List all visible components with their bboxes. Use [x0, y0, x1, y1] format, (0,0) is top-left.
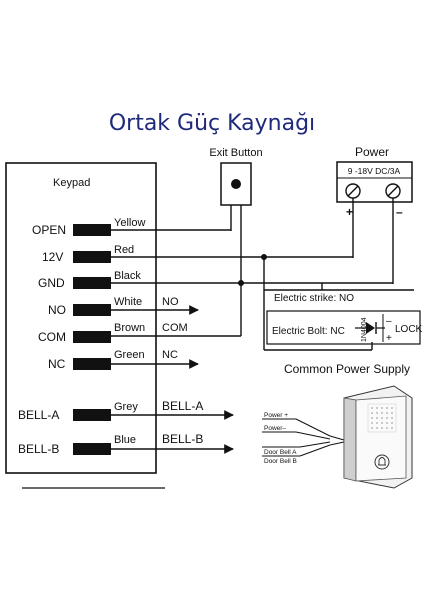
doorbell-wires [262, 418, 345, 457]
terminal-blocks [73, 224, 111, 455]
lock-plus-sign: + [386, 333, 392, 344]
doorbell-label-power-minus: Power– [264, 425, 286, 432]
exit-button-icon [231, 179, 241, 189]
wire-label-black: Black [114, 270, 141, 282]
power-label: Power [355, 145, 389, 159]
lock-strike-label: Electric strike: NO [274, 293, 354, 304]
lock-box [266, 310, 421, 345]
wire-label-grey: Grey [114, 401, 138, 413]
terminal-open: OPEN [32, 223, 66, 237]
page-title: Ortak Güç Kaynağı [109, 111, 315, 136]
lock-bolt-label: Electric Bolt: NC [272, 326, 345, 337]
wire-label-red: Red [114, 244, 134, 256]
keypad-box [5, 162, 157, 474]
wire-label-brown: Brown [114, 322, 145, 334]
output-arrows [111, 305, 234, 454]
output-label-bell-b: BELL-B [162, 432, 203, 446]
terminal-bell-b: BELL-B [18, 442, 59, 456]
lock-minus-sign: – [386, 316, 392, 327]
wire-label-green: Green [114, 349, 145, 361]
terminal-12v: 12V [42, 250, 63, 264]
output-label-bell-a: BELL-A [162, 399, 203, 413]
doorbell-label-bell-a: Door Bell A [264, 449, 297, 456]
terminal-no: NO [48, 303, 66, 317]
power-rating: 9 -18V DC/3A [348, 166, 401, 176]
wire-label-yellow: Yellow [114, 217, 145, 229]
power-minus-sign: – [396, 205, 403, 219]
wires [111, 229, 414, 351]
diode-part-label: 1N4004 [361, 317, 368, 342]
doorbell-device-icon [343, 385, 413, 489]
terminal-gnd: GND [38, 276, 65, 290]
power-plus-sign: + [346, 205, 353, 219]
caption-common-power-supply: Common Power Supply [284, 362, 410, 376]
junction-12v [261, 254, 267, 260]
junction-gnd [238, 280, 244, 286]
terminal-com: COM [38, 330, 66, 344]
power-terminal-plus-icon [345, 183, 361, 199]
lock-label: LOCK [395, 324, 423, 335]
output-label-com: COM [162, 322, 188, 334]
keypad-label: Keypad [53, 177, 90, 189]
exit-button-label: Exit Button [209, 147, 262, 159]
output-label-nc: NC [162, 349, 178, 361]
terminal-nc: NC [48, 357, 66, 371]
power-terminal-minus-icon [385, 183, 401, 199]
wire-label-white: White [114, 296, 142, 308]
doorbell-label-bell-b: Door Bell B [264, 458, 297, 465]
terminal-bell-a: BELL-A [18, 408, 59, 422]
output-label-no: NO [162, 296, 179, 308]
doorbell-label-power-plus: Power + [264, 412, 288, 419]
wire-label-blue: Blue [114, 434, 136, 446]
